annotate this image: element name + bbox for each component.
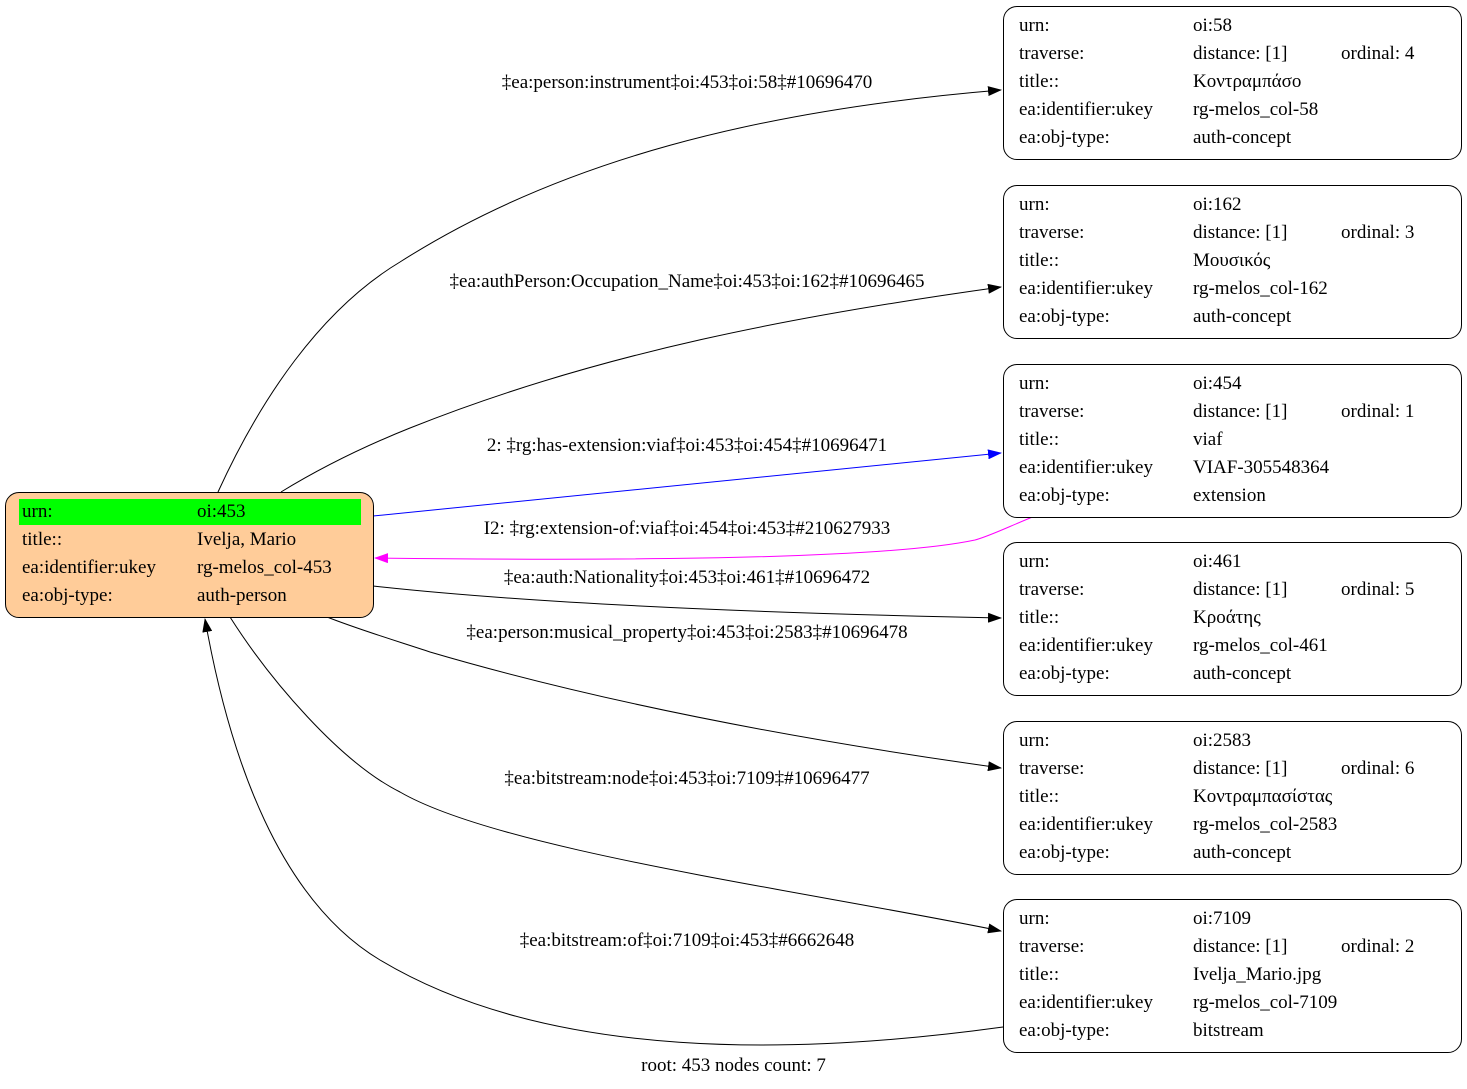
row-key: ea:identifier:ukey [22, 557, 156, 578]
row-ordinal: ordinal: 5 [1341, 579, 1415, 600]
row-value: distance: [1] [1193, 579, 1288, 600]
row-value: oi:461 [1193, 551, 1242, 572]
edge-has-extension [372, 449, 1002, 517]
edge-label: I2: ‡rg:extension-of:viaf‡oi:454‡oi:453‡… [484, 518, 891, 539]
row-value: Κοντραμπασίστας [1193, 786, 1333, 807]
row-key: traverse: [1019, 222, 1085, 243]
row-value: VIAF-305548364 [1193, 457, 1330, 478]
row-value: oi:58 [1193, 15, 1233, 36]
row-key: ea:identifier:ukey [1019, 635, 1153, 656]
node-oi-162[interactable]: urn: oi:162 traverse: distance: [1] ordinal:… [1003, 185, 1462, 339]
row-value: rg-melos_col-453 [197, 557, 332, 578]
row-value: rg-melos_col-58 [1193, 99, 1319, 120]
row-key: ea:obj-type: [1019, 663, 1110, 684]
row-value: Ivelja, Mario [197, 529, 297, 550]
row-key: ea:identifier:ukey [1019, 99, 1153, 120]
row-value: auth-concept [1193, 663, 1292, 684]
node-oi-2583[interactable]: urn: oi:2583 traverse: distance: [1] ordinal… [1003, 721, 1462, 875]
row-key: ea:obj-type: [22, 585, 113, 606]
row-value: distance: [1] [1193, 401, 1288, 422]
row-ordinal: ordinal: 1 [1341, 401, 1415, 422]
row-key: ea:identifier:ukey [1019, 457, 1153, 478]
row-value: distance: [1] [1193, 758, 1288, 779]
row-key: traverse: [1019, 401, 1085, 422]
row-key: ea:obj-type: [1019, 306, 1110, 327]
row-key: title:: [1019, 607, 1060, 628]
row-value: oi:2583 [1193, 730, 1252, 751]
row-value: auth-concept [1193, 842, 1292, 863]
edge-label: ‡ea:authPerson:Occupation_Name‡oi:453‡oi… [450, 271, 925, 292]
row-value: distance: [1] [1193, 43, 1288, 64]
node-oi-454[interactable]: urn: oi:454 traverse: distance: [1] ordinal:… [1003, 364, 1462, 518]
row-value: Κοντραμπάσο [1193, 71, 1302, 92]
row-key: title:: [1019, 964, 1060, 985]
row-key: urn: [19, 499, 194, 525]
row-value: oi:454 [1193, 373, 1242, 394]
row-value: Μουσικός [1193, 250, 1271, 271]
row-value: oi:162 [1193, 194, 1242, 215]
row-key: urn: [1019, 551, 1050, 572]
row-value: rg-melos_col-2583 [1193, 814, 1338, 835]
row-value: viaf [1193, 429, 1223, 450]
edge-label: ‡ea:bitstream:node‡oi:453‡oi:7109‡#10696… [504, 768, 869, 789]
edge-instrument [217, 86, 1002, 493]
row-key: traverse: [1019, 936, 1085, 957]
edge-label: ‡ea:person:musical_property‡oi:453‡oi:25… [466, 622, 907, 643]
edge-label: ‡ea:auth:Nationality‡oi:453‡oi:461‡#1069… [504, 567, 870, 588]
row-ordinal: ordinal: 4 [1341, 43, 1415, 64]
row-value: extension [1193, 485, 1266, 506]
row-ordinal: ordinal: 2 [1341, 936, 1415, 957]
edge-occupation [280, 283, 1002, 493]
row-value: auth-concept [1193, 127, 1292, 148]
edge-label: ‡ea:person:instrument‡oi:453‡oi:58‡#1069… [502, 72, 872, 93]
row-value: Κροάτης [1193, 607, 1261, 628]
row-ordinal: ordinal: 6 [1341, 758, 1415, 779]
row-value: auth-concept [1193, 306, 1292, 327]
row-key: title:: [1019, 429, 1060, 450]
row-key: title:: [1019, 250, 1060, 271]
row-value: oi:7109 [1193, 908, 1252, 929]
root-node[interactable]: urn: oi:453 title:: Ivelja, Mario ea:ide… [5, 492, 374, 618]
row-key: title:: [1019, 71, 1060, 92]
row-value: rg-melos_col-162 [1193, 278, 1328, 299]
edge-musical-property [326, 616, 1002, 772]
edge-bitstream-node [229, 616, 1002, 934]
edge-bitstream-of [202, 618, 1004, 1046]
row-value: bitstream [1193, 1020, 1264, 1041]
row-value: Ivelja_Mario.jpg [1193, 964, 1322, 985]
row-key: traverse: [1019, 579, 1085, 600]
row-key: urn: [1019, 194, 1050, 215]
edge-nationality [372, 585, 1002, 623]
row-key: urn: [1019, 730, 1050, 751]
row-key: ea:identifier:ukey [1019, 814, 1153, 835]
row-key: title:: [1019, 786, 1060, 807]
row-key: ea:obj-type: [1019, 1020, 1110, 1041]
row-value: rg-melos_col-461 [1193, 635, 1328, 656]
graph-footer: root: 453 nodes count: 7 [641, 1055, 826, 1076]
row-key: traverse: [1019, 758, 1085, 779]
row-key: urn: [1019, 15, 1050, 36]
row-key: ea:obj-type: [1019, 485, 1110, 506]
row-key: title:: [22, 529, 63, 550]
node-oi-461[interactable]: urn: oi:461 traverse: distance: [1] ordinal:… [1003, 542, 1462, 696]
row-ordinal: ordinal: 3 [1341, 222, 1415, 243]
edge-label: ‡ea:bitstream:of‡oi:7109‡oi:453‡#6662648 [520, 930, 855, 951]
row-key: ea:obj-type: [1019, 842, 1110, 863]
row-key: urn: [1019, 908, 1050, 929]
row-key: traverse: [1019, 43, 1085, 64]
row-value: oi:453 [194, 499, 361, 525]
row-value: auth-person [197, 585, 287, 606]
row-value: distance: [1] [1193, 222, 1288, 243]
row-value: rg-melos_col-7109 [1193, 992, 1338, 1013]
row-key: ea:obj-type: [1019, 127, 1110, 148]
row-key: ea:identifier:ukey [1019, 992, 1153, 1013]
edge-label: 2: ‡rg:has-extension:viaf‡oi:453‡oi:454‡… [487, 435, 887, 456]
node-oi-7109[interactable]: urn: oi:7109 traverse: distance: [1] ordinal… [1003, 899, 1462, 1053]
node-oi-58[interactable]: urn: oi:58 traverse: distance: [1] ordinal: … [1003, 6, 1462, 160]
row-key: ea:identifier:ukey [1019, 278, 1153, 299]
row-value: distance: [1] [1193, 936, 1288, 957]
row-key: urn: [1019, 373, 1050, 394]
edge-extension-of [374, 515, 1036, 564]
